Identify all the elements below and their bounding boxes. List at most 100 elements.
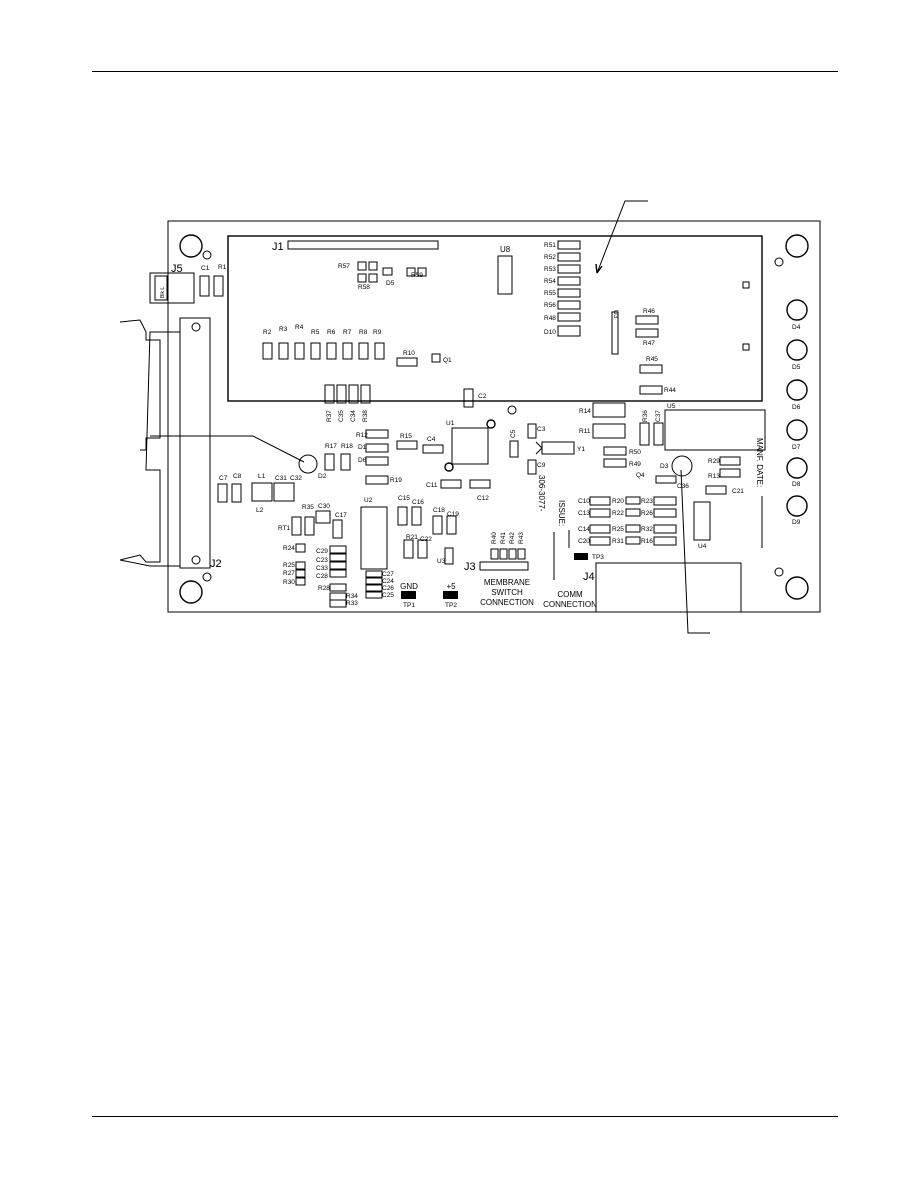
silk-label: C18 [433,507,445,514]
silk-label: R25 [612,526,624,533]
silk-label: C3 [537,426,546,433]
silk-label: R22 [612,510,624,517]
silk-label: R26 [641,510,653,517]
u8-chip [497,255,513,295]
silk-label: R25 [283,562,295,569]
silk-label: R49 [629,461,641,468]
resistor-stack [557,240,581,337]
tp1-name: GND [400,582,418,591]
mounting-hole-bottom-left [179,580,203,604]
callout-line-bottom [680,469,710,634]
silk-label: R31 [612,538,624,545]
silk-label: R33 [346,600,358,607]
u1-chip [451,427,489,465]
silk-label: C10 [578,498,590,505]
u8-label: U8 [500,245,511,254]
silk-label: R35 [302,504,314,511]
u2-label: U2 [364,497,373,504]
silk-label: R57 [338,263,350,270]
silk-label: R50 [629,449,641,456]
display-module-outline [227,235,763,402]
silk-label: C19 [447,511,459,518]
j3-header [479,561,529,571]
silk-label: C25 [382,592,394,599]
silk-label: R43 [518,532,525,544]
u2-chip [360,506,388,570]
tp3-ref: TP3 [592,554,604,561]
silk-label: C17 [335,512,347,519]
silk-label: C13 [578,510,590,517]
silk-label: D4 [792,324,801,331]
silk-label: R4 [295,324,304,331]
silk-label: R53 [544,266,556,273]
silk-label: R56 [544,302,556,309]
silk-label: R21 [406,534,418,541]
led-pad-d5 [786,339,808,361]
j5-jumper-label: Blk L [160,287,166,298]
board-outline [167,220,821,613]
silk-label: R46 [643,308,655,315]
j2-label: J2 [210,558,222,570]
silk-label: C16 [412,499,424,506]
mounting-hole-bottom-right [785,576,809,600]
via [486,419,496,429]
silk-label: Q1 [443,357,452,364]
silk-label: C4 [427,436,436,443]
silk-label: R51 [544,242,556,249]
silk-label: D7 [792,444,801,451]
y1-crystal [541,441,575,455]
silk-label: C34 [350,410,357,422]
silk-label: U3 [612,310,619,319]
j5-connector [149,272,195,304]
silk-label: R17 [325,443,337,450]
tp2-pad [443,591,458,599]
j1-header [287,240,439,250]
fiducial-ring [507,405,517,415]
silk-label: R38 [362,410,369,422]
silk-label: U3 [437,558,446,565]
silk-label: R59 [411,272,423,279]
silk-label: R18 [341,443,353,450]
mounting-hole-top-left [179,234,203,258]
callout-arrowhead [595,263,603,274]
j3-name-line1: MEMBRANE [484,578,530,587]
silk-label: C35 [338,410,345,422]
via [444,462,454,472]
j4-name-line2: CONNECTION [543,600,597,609]
silk-label: C36 [677,483,689,490]
fiducial-ring [774,257,784,267]
silk-label: R15 [400,433,412,440]
silk-label: R10 [403,350,415,357]
silk-label: R28 [318,585,330,592]
silk-label: C7 [219,475,228,482]
j5-jumper [154,275,168,301]
silk-label: R3 [279,326,288,333]
silk-label: R13 [708,473,720,480]
u5-chip [664,409,766,451]
mounting-hole-top-right [785,234,809,258]
silk-label: R24 [283,545,295,552]
j3-name-line2: SWITCH [491,588,523,597]
silk-label: R34 [346,593,358,600]
silk-label: C31 [275,475,287,482]
silk-label: D5 [386,280,395,287]
silk-label: R20 [612,498,624,505]
header-rule [92,71,838,72]
silk-label: R19 [390,477,402,484]
j3-label: J3 [464,561,476,573]
led-d3 [671,455,693,477]
silk-label: R9 [373,329,382,336]
fiducial-ring [202,572,212,582]
silk-label: D9 [792,519,801,526]
silk-label: C33 [316,565,328,572]
silk-label: D3 [660,463,669,470]
silk-label: R5 [311,329,320,336]
component-pads [199,261,750,608]
silk-label: R29 [708,458,720,465]
issue-label: ISSUE: [557,500,566,526]
silk-label: D6 [358,457,367,464]
silk-label: R32 [641,526,653,533]
j4-connector [595,562,742,613]
j2-peg [191,322,201,332]
j1-label: J1 [272,241,284,253]
